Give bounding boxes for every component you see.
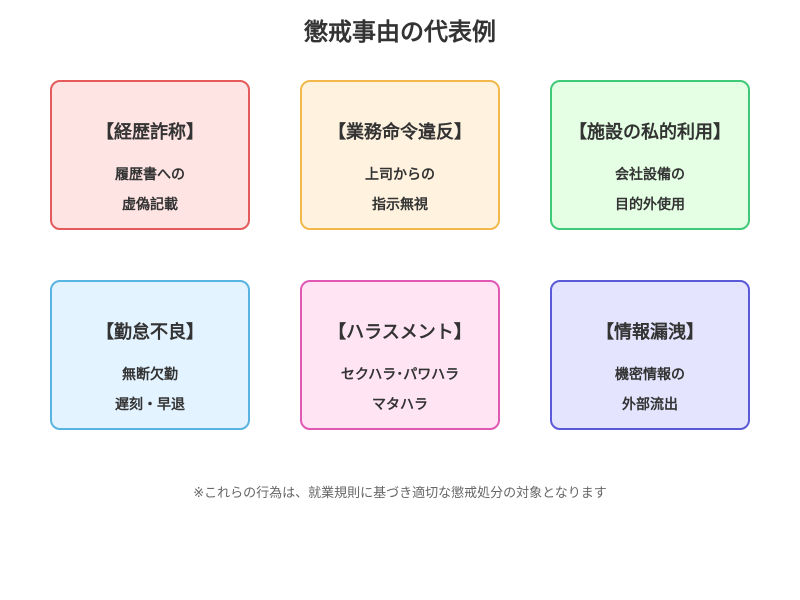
card-description-line: 無断欠勤 xyxy=(122,367,178,383)
card-title: 【経歴詐称】 xyxy=(96,122,204,143)
card-description-line: 履歴書への xyxy=(115,167,185,183)
diagram-title: 懲戒事由の代表例 xyxy=(304,18,496,46)
card-career-falsification: 【経歴詐称】 履歴書への 虚偽記載 xyxy=(50,80,250,230)
card-harassment: 【ハラスメント】 セクハラ･パワハラ マタハラ xyxy=(300,280,500,430)
card-description-line: 指示無視 xyxy=(372,197,428,213)
card-description-line: 機密情報の xyxy=(615,367,685,383)
card-description-line: 目的外使用 xyxy=(615,197,685,213)
card-poor-attendance: 【勤怠不良】 無断欠勤 遅刻・早退 xyxy=(50,280,250,430)
card-description-line: マタハラ xyxy=(372,397,428,413)
card-description-line: 外部流出 xyxy=(622,397,678,413)
card-order-violation: 【業務命令違反】 上司からの 指示無視 xyxy=(300,80,500,230)
footnote: ※これらの行為は、就業規則に基づき適切な懲戒処分の対象となります xyxy=(193,486,607,501)
card-description-line: 遅刻・早退 xyxy=(115,397,185,413)
card-title: 【施設の私的利用】 xyxy=(569,122,731,143)
card-title: 【情報漏洩】 xyxy=(596,322,704,343)
card-description-line: 上司からの xyxy=(365,167,435,183)
card-title: 【業務命令違反】 xyxy=(328,122,472,143)
card-title: 【勤怠不良】 xyxy=(96,322,204,343)
card-title: 【ハラスメント】 xyxy=(328,322,472,343)
card-information-leak: 【情報漏洩】 機密情報の 外部流出 xyxy=(550,280,750,430)
card-description-line: 虚偽記載 xyxy=(122,197,178,213)
card-description-line: 会社設備の xyxy=(615,167,685,183)
card-description-line: セクハラ･パワハラ xyxy=(340,367,460,383)
card-private-facility-use: 【施設の私的利用】 会社設備の 目的外使用 xyxy=(550,80,750,230)
